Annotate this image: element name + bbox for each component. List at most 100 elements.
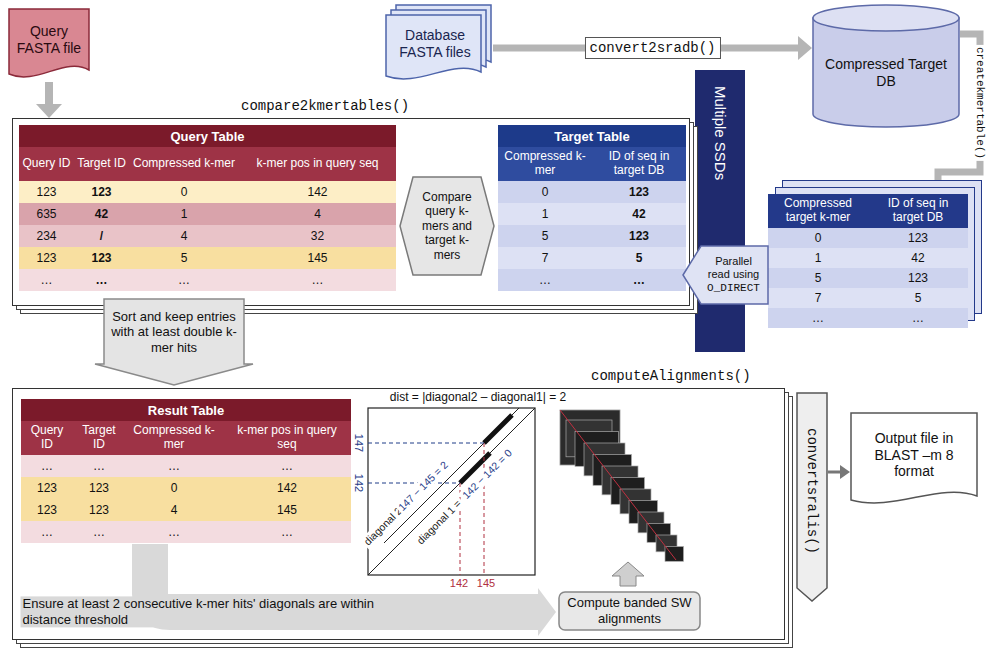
table-title: Result Table xyxy=(21,403,351,418)
table-row: 1231234145 xyxy=(21,499,351,521)
table-cell: … xyxy=(21,525,73,539)
edge-label-holder: createkmertable() xyxy=(974,45,986,161)
database-files: Database FASTA files xyxy=(385,4,493,84)
table-row: ………… xyxy=(21,521,351,543)
table-cell: 42 xyxy=(592,207,686,221)
axis-label: 142 xyxy=(448,577,470,590)
dot-plot xyxy=(368,408,535,575)
connector-line xyxy=(45,82,53,105)
table-row: 142 xyxy=(768,248,968,268)
function-name: createkmertable() xyxy=(974,45,986,161)
database-cylinder: Compressed Target DB xyxy=(812,4,960,128)
axis-label: 147 xyxy=(349,434,366,452)
axis-label: 142 xyxy=(349,474,366,492)
table-cell: 123 xyxy=(21,481,73,495)
output-file: Output file in BLAST –m 8 format xyxy=(850,412,978,508)
column-header: k-mer pos in query seq xyxy=(223,424,351,452)
table-cell: … xyxy=(125,525,223,539)
table-cell: 123 xyxy=(73,481,125,495)
table-cell: 5 xyxy=(592,251,686,265)
node-content: Compute banded SW alignments xyxy=(558,591,701,631)
table-row: 75 xyxy=(498,247,686,269)
table-title: Target Table xyxy=(498,129,686,144)
table-cell: … xyxy=(73,459,125,473)
arrowhead xyxy=(840,465,850,479)
table-cell: … xyxy=(74,273,129,287)
table-cell: 635 xyxy=(19,207,74,221)
table-cell: / xyxy=(74,229,129,243)
column-header: Compressed k-mer xyxy=(125,424,223,452)
connector-line xyxy=(828,471,841,474)
table-cell: … xyxy=(239,273,396,287)
kmer-hit xyxy=(484,415,512,443)
table-cell: 0 xyxy=(498,185,592,199)
dashed-guide xyxy=(368,443,484,444)
node-content: Compare query k-mers and target k-mers xyxy=(399,176,495,276)
table-cell: 4 xyxy=(129,229,239,243)
input-file: Query FASTA file xyxy=(8,8,90,82)
axis-label: 145 xyxy=(475,577,497,590)
table-cell: 0 xyxy=(768,231,868,245)
node-label: Compare query k-mers and target k-mers xyxy=(415,190,479,262)
ssd-band: Multiple SSDs xyxy=(695,70,745,352)
dashed-guide xyxy=(368,483,460,484)
table-cell: 0 xyxy=(129,185,239,199)
node-content: Query FASTA file xyxy=(8,8,90,82)
edge-label-holder: convert2sradb() xyxy=(584,37,720,59)
table-header-row: Query IDTarget IDCompressed k-merk-mer p… xyxy=(19,147,396,181)
table-cell: … xyxy=(21,459,73,473)
table-cell: 1 xyxy=(129,207,239,221)
table-cell: 123 xyxy=(74,185,129,199)
table-header-row: Query IDTarget IDCompressed k-merk-mer p… xyxy=(21,421,351,455)
column-header: Target ID xyxy=(73,424,125,452)
node-content: convertsralis() xyxy=(796,392,828,602)
column-header: Compressed target k-mer xyxy=(768,197,868,225)
result-table: Result TableQuery IDTarget IDCompressed … xyxy=(21,399,351,543)
table-row: 5123 xyxy=(498,225,686,247)
node-content: Compressed Target DB xyxy=(812,4,960,128)
table-cell: 234 xyxy=(19,229,74,243)
arrowhead xyxy=(36,104,62,118)
table-cell: 5 xyxy=(868,291,968,305)
function-name: compare2kmertables() xyxy=(241,98,409,114)
table-cell: 145 xyxy=(239,251,396,265)
node-content: Multiple SSDs xyxy=(695,70,745,352)
column-header: Compressed k-mer xyxy=(129,157,239,171)
table-cell: 7 xyxy=(498,251,592,265)
table-row: 5123 xyxy=(768,268,968,288)
column-header: Query ID xyxy=(21,424,73,452)
column-header: k-mer pos in query seq xyxy=(239,157,396,171)
table-row: 1231230142 xyxy=(21,477,351,499)
function-name: computeAlignments() xyxy=(591,368,751,384)
table-cell: 1 xyxy=(498,207,592,221)
diagonal-line xyxy=(384,408,519,543)
table-cell: 142 xyxy=(239,185,396,199)
table-title: Query Table xyxy=(19,129,396,144)
node-label: Multiple SSDs xyxy=(711,86,729,180)
table-cell: 4 xyxy=(125,503,223,517)
label-holder: 142 xyxy=(448,577,470,590)
table-cell: 123 xyxy=(592,229,686,243)
node-label: Output file in BLAST –m 8 format xyxy=(858,430,970,480)
table-cell: … xyxy=(768,311,868,325)
table-cell: 123 xyxy=(74,251,129,265)
connector xyxy=(36,82,62,118)
table-cell: 123 xyxy=(592,185,686,199)
node-label: Parallel read using xyxy=(703,255,764,281)
dashed-guide xyxy=(484,443,485,575)
table-cell: 42 xyxy=(868,251,968,265)
table-header-row: Compressed k-merID of seq in target DB xyxy=(498,147,686,181)
table-cell: … xyxy=(19,273,74,287)
up-arrow xyxy=(612,562,644,586)
axis-label: dist = |diagonal2 – diagonal1| = 2 xyxy=(388,390,568,404)
column-header: ID of seq in target DB xyxy=(592,150,686,178)
column-header: Compressed k-mer xyxy=(498,150,592,178)
table-row: 1231230142 xyxy=(19,181,396,203)
table-cell: 5 xyxy=(768,271,868,285)
table-row: 6354214 xyxy=(19,203,396,225)
table-header-row: Compressed target k-merID of seq in targ… xyxy=(768,194,968,228)
target-table: Target TableCompressed k-merID of seq in… xyxy=(498,125,686,291)
column-header: Query ID xyxy=(19,157,74,171)
table-cell: … xyxy=(125,459,223,473)
